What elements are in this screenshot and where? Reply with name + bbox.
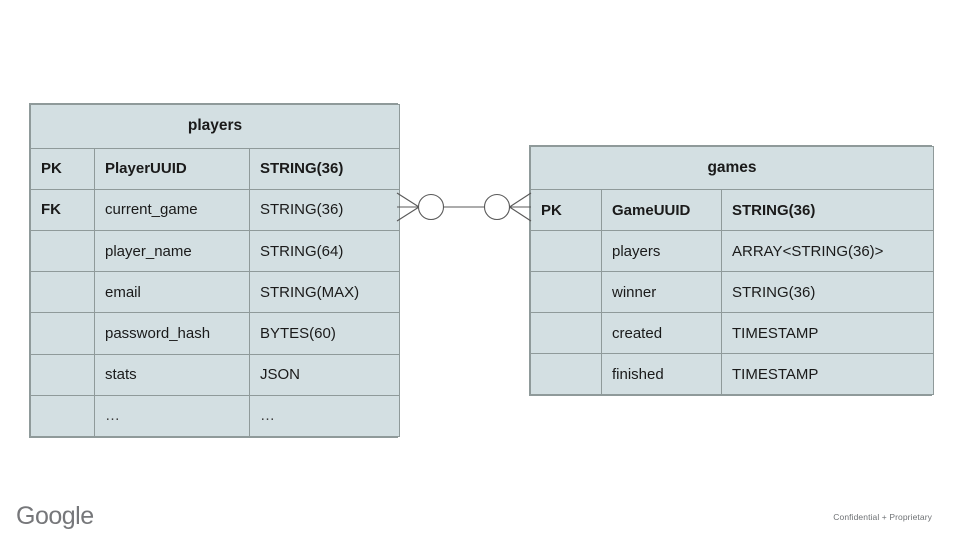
row-field-type: ARRAY<STRING(36)> — [721, 230, 934, 273]
row-key-badge: PK — [30, 147, 95, 190]
confidential-notice: Confidential + Proprietary — [833, 512, 932, 522]
row-key-badge — [530, 312, 602, 355]
row-key-badge — [30, 353, 95, 396]
row-field-name: created — [601, 312, 722, 355]
row-key-badge — [30, 312, 95, 355]
row-field-name: players — [601, 230, 722, 273]
row-field-name: PlayerUUID — [94, 147, 250, 190]
table-row[interactable]: PK PlayerUUID STRING(36) — [30, 147, 401, 190]
table-row[interactable]: FK current_game STRING(36) — [30, 188, 401, 231]
row-field-name: current_game — [94, 188, 250, 231]
table-row[interactable]: player_name STRING(64) — [30, 229, 401, 273]
table-row[interactable]: players ARRAY<STRING(36)> — [530, 230, 934, 273]
row-field-type: TIMESTAMP — [721, 312, 934, 355]
crowsfoot-right-lower — [509, 206, 532, 222]
row-key-badge — [530, 271, 602, 314]
row-key-badge — [30, 271, 95, 314]
row-key-badge — [530, 230, 602, 273]
google-logo: Google — [16, 502, 94, 530]
row-key-badge — [30, 394, 95, 438]
cardinality-circle-left — [417, 193, 445, 221]
entity-players-table: players PK PlayerUUID STRING(36) FK curr… — [29, 104, 401, 438]
table-row[interactable]: … … — [30, 394, 401, 438]
row-field-type: … — [248, 394, 401, 438]
row-field-type: STRING(36) — [721, 271, 934, 314]
cardinality-circle-right — [483, 193, 511, 221]
row-field-type: JSON — [248, 353, 401, 396]
row-field-type: STRING(36) — [248, 188, 401, 231]
table-row[interactable]: email STRING(MAX) — [30, 271, 401, 314]
row-field-type: STRING(36) — [721, 189, 934, 232]
crowsfoot-left-lower — [396, 206, 420, 222]
table-row[interactable]: stats JSON — [30, 353, 401, 396]
entity-players[interactable]: players PK PlayerUUID STRING(36) FK curr… — [29, 103, 401, 438]
row-field-type: STRING(64) — [248, 229, 401, 273]
table-row[interactable]: PK GameUUID STRING(36) — [530, 189, 934, 232]
entity-games-table: games PK GameUUID STRING(36) players ARR… — [530, 145, 934, 395]
entity-games[interactable]: games PK GameUUID STRING(36) players ARR… — [529, 145, 934, 396]
row-field-type: TIMESTAMP — [721, 353, 934, 395]
row-key-badge — [30, 229, 95, 273]
crowsfoot-left-upper — [396, 192, 420, 208]
row-field-name: stats — [94, 353, 250, 396]
row-field-name: password_hash — [94, 312, 250, 355]
relationship-connector-players-games[interactable] — [390, 180, 538, 236]
row-field-name: … — [94, 394, 250, 438]
row-key-badge: PK — [530, 189, 602, 232]
entity-games-title: games — [530, 145, 934, 191]
crowsfoot-right-upper — [509, 192, 532, 208]
row-key-badge — [530, 353, 602, 395]
entity-players-title-row: players — [29, 104, 401, 149]
row-field-name: finished — [601, 353, 722, 395]
row-field-type: STRING(MAX) — [248, 271, 401, 314]
row-key-badge: FK — [30, 188, 95, 231]
row-field-name: email — [94, 271, 250, 314]
table-row[interactable]: winner STRING(36) — [530, 271, 934, 314]
row-field-type: STRING(36) — [248, 147, 401, 190]
row-field-name: winner — [601, 271, 722, 314]
table-row[interactable]: finished TIMESTAMP — [530, 353, 934, 395]
entity-players-title: players — [29, 104, 401, 149]
table-row[interactable]: password_hash BYTES(60) — [30, 312, 401, 355]
table-row[interactable]: created TIMESTAMP — [530, 312, 934, 355]
row-field-type: BYTES(60) — [248, 312, 401, 355]
entity-games-title-row: games — [530, 145, 934, 191]
row-field-name: GameUUID — [601, 189, 722, 232]
row-field-name: player_name — [94, 229, 250, 273]
